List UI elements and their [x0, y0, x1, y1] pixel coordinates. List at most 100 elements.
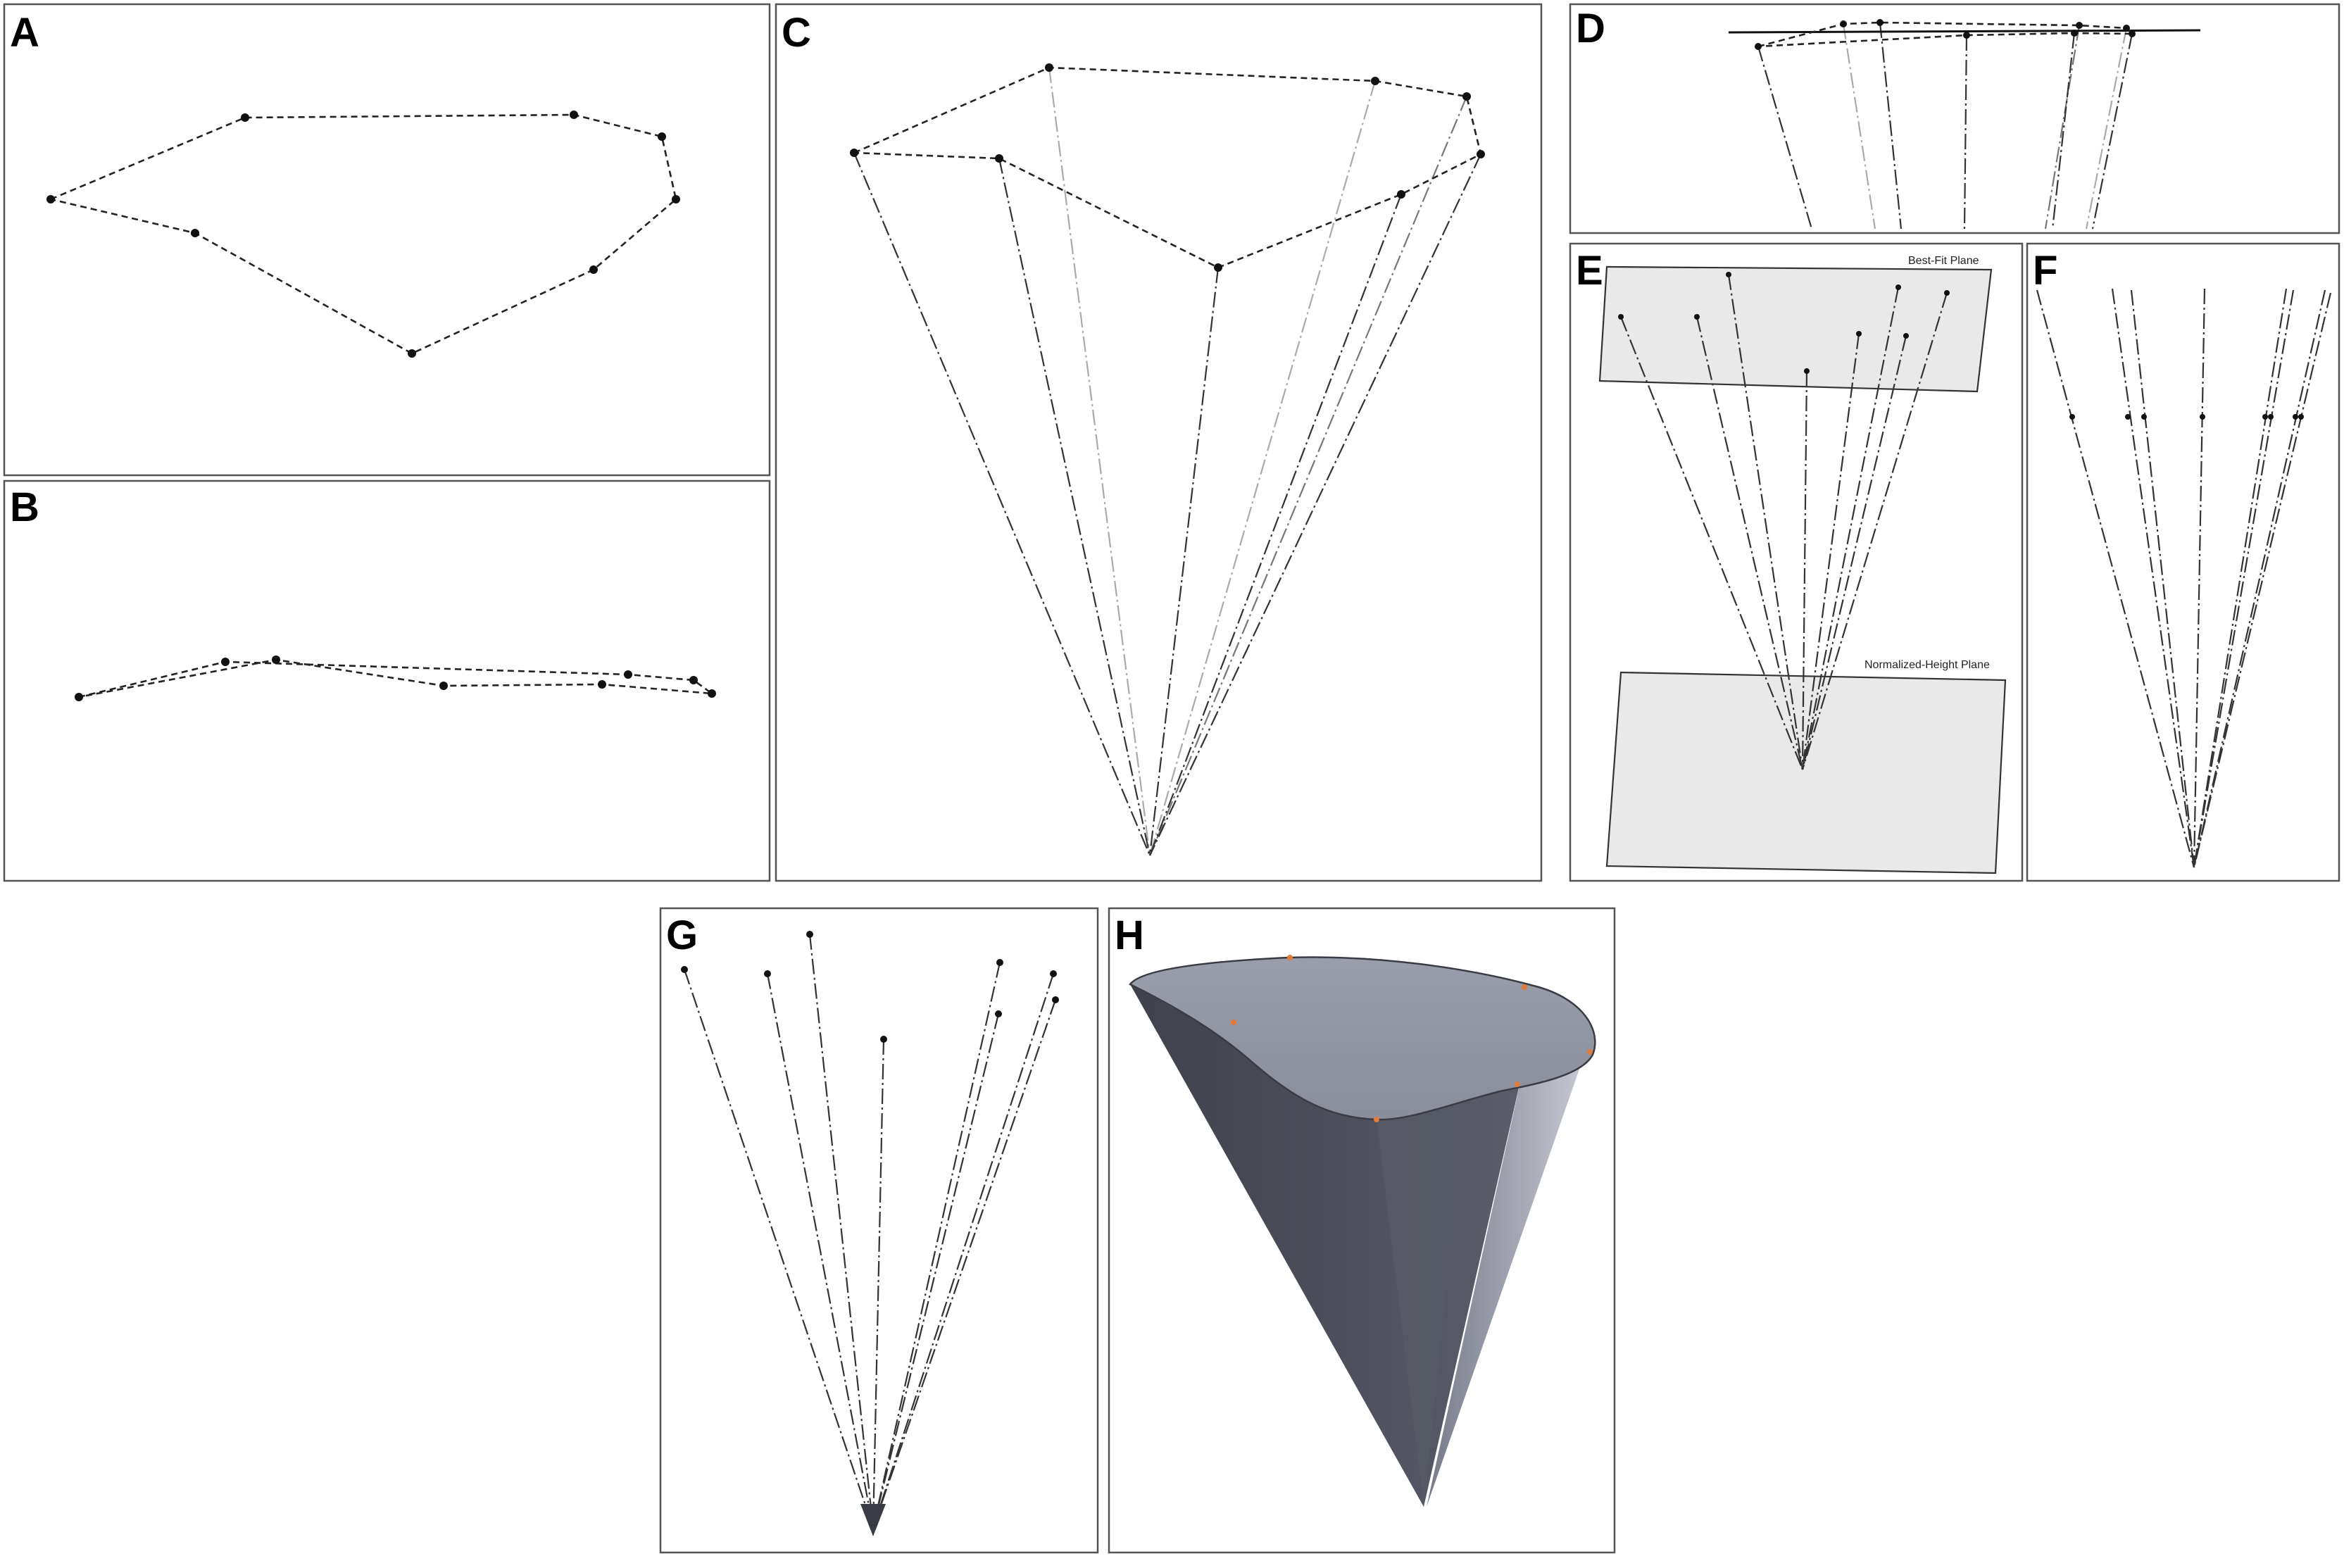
outline-polygon: [47, 113, 677, 355]
landmark-point: [689, 676, 698, 684]
landmark-point: [2262, 414, 2268, 420]
panel-e-label: E: [1576, 248, 1603, 294]
landmark-marker: [1287, 955, 1293, 960]
projection-ray: [2044, 25, 2081, 230]
landmark-point: [221, 658, 230, 666]
projection-ray: [808, 934, 875, 1529]
panel-e-frame: [1569, 242, 2024, 882]
landmark-point: [1944, 290, 1950, 296]
landmark-point: [75, 693, 83, 701]
projection-rays: [1757, 22, 2133, 230]
landmark-point: [806, 931, 813, 938]
projection-ray: [683, 969, 875, 1529]
panel-e: Best-Fit Plane Normalized-Height Plane E: [1569, 242, 2024, 882]
projection-ray: [766, 973, 875, 1529]
landmark-point: [995, 154, 1003, 163]
projection-rays: [2036, 288, 2332, 868]
landmark-point: [1618, 314, 1624, 320]
landmark-point: [589, 265, 598, 274]
projection-ray: [2193, 289, 2326, 868]
projection-ray: [1963, 35, 1968, 230]
landmark-point: [1397, 190, 1405, 199]
panel-h-frame: [1108, 907, 1616, 1554]
projection-ray: [2111, 288, 2195, 868]
landmark-point: [764, 970, 771, 977]
projection-ray: [2193, 288, 2288, 868]
projection-ray: [872, 1013, 1000, 1529]
landmark-point: [880, 1036, 887, 1043]
panel-g: G: [659, 907, 1099, 1554]
panel-c-frame: [775, 3, 1543, 882]
landmark-point: [708, 689, 716, 698]
landmark-points: [75, 656, 716, 701]
landmark-points: [681, 931, 1059, 1043]
normalized-height-plane: [1605, 671, 2007, 874]
projection-ray: [2051, 32, 2076, 230]
projection-ray: [1148, 80, 1377, 856]
projection-ray: [2130, 289, 2195, 868]
landmark-point: [1052, 996, 1059, 1003]
best-fit-plane: [1598, 265, 1993, 393]
landmark-point: [46, 195, 55, 203]
landmark-marker: [1522, 984, 1527, 990]
cone-top-surface: [1129, 956, 1596, 1121]
projection-ray: [2193, 289, 2295, 868]
landmark-point: [1726, 272, 1731, 277]
landmark-point: [1856, 331, 1862, 337]
landmark-point: [2076, 22, 2083, 29]
projection-ray: [1879, 22, 1903, 230]
cone-right-flank: [1427, 1035, 1591, 1507]
landmark-point: [2200, 414, 2205, 420]
landmark-points: [1618, 272, 1950, 374]
landmark-point: [1876, 19, 1884, 26]
landmark-point: [2268, 414, 2274, 420]
landmark-marker: [1515, 1081, 1520, 1087]
panel-a: A: [3, 3, 771, 477]
panel-g-label: G: [666, 912, 698, 958]
landmark-point: [1963, 32, 1970, 39]
landmark-point: [241, 113, 249, 122]
projection-ray: [1148, 194, 1403, 856]
landmark-points: [1755, 19, 2136, 50]
landmark-point: [1840, 20, 1847, 27]
best-fit-plane-label: Best-Fit Plane: [1908, 255, 1979, 267]
panel-f: F: [2026, 242, 2340, 882]
landmark-points: [850, 63, 1485, 272]
projection-rays: [683, 934, 1057, 1529]
landmark-point: [598, 680, 606, 689]
projection-ray: [1048, 67, 1151, 856]
projection-ray: [2085, 27, 2128, 230]
landmark-point: [995, 1010, 1002, 1017]
projection-ray: [872, 999, 1057, 1529]
projection-ray: [1801, 370, 1808, 770]
landmark-point: [1214, 263, 1222, 272]
landmark-marker: [1587, 1049, 1593, 1055]
landmark-point: [1694, 314, 1700, 320]
landmark-point: [2069, 414, 2075, 420]
projection-ray: [853, 152, 1151, 856]
landmark-point: [2123, 25, 2130, 32]
landmark-point: [2298, 414, 2304, 420]
panel-c-label: C: [782, 10, 811, 56]
landmark-marker: [1231, 1020, 1236, 1025]
panel-c: C: [775, 3, 1543, 882]
landmark-markers: [1231, 955, 1593, 1122]
projection-ray: [1727, 274, 1804, 770]
outline-polygon-side-view: [78, 658, 715, 698]
landmark-point: [1903, 333, 1909, 339]
landmark-points: [46, 111, 680, 358]
landmark-point: [1462, 92, 1471, 101]
projection-ray: [1842, 23, 1876, 230]
landmark-point: [658, 132, 666, 141]
panel-b-frame: [3, 479, 771, 882]
projection-ray: [998, 158, 1151, 856]
panel-d-frame: [1569, 3, 2340, 234]
landmark-point: [2141, 414, 2147, 420]
projection-ray: [2193, 288, 2206, 868]
panel-a-label: A: [10, 10, 39, 56]
projection-ray: [2091, 33, 2133, 230]
landmark-points: [2069, 414, 2304, 420]
landmark-point: [681, 966, 688, 973]
landmark-point: [672, 195, 680, 203]
